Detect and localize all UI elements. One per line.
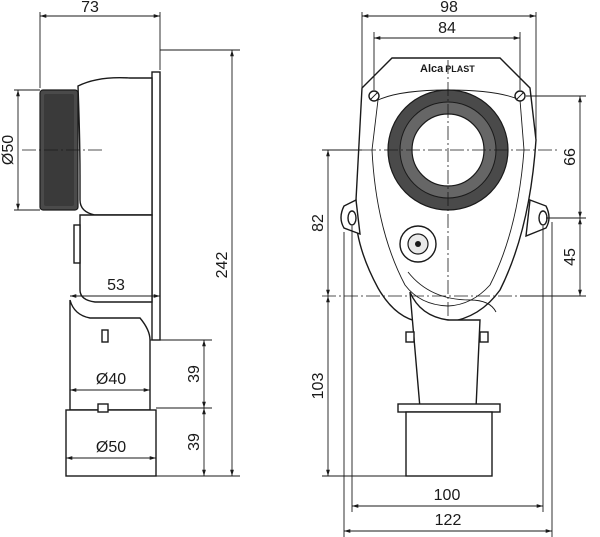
front-pipe-mark-left (405, 331, 415, 343)
bolt-hole-left-slot (369, 91, 379, 101)
outlet-mark (97, 403, 109, 413)
elbow-body (77, 76, 153, 216)
side-tab (73, 224, 81, 264)
dim-inlet-dia-label: Ø50 (0, 135, 17, 165)
side-view: 73 Ø50 53 242 Ø40 Ø50 39 39 (0, 0, 240, 477)
outlet-sleeve (65, 409, 157, 477)
dim-103-label: 103 (310, 373, 327, 400)
logo-brand-text: Alca (420, 63, 444, 75)
pipe-mark (101, 329, 109, 343)
dim-242-label: 242 (214, 252, 231, 279)
front-down-pipe (409, 291, 481, 409)
down-pipe (69, 299, 151, 411)
trap-curve (407, 271, 497, 313)
body-lower (79, 214, 153, 303)
logo-suffix-text: PLAST (445, 64, 475, 74)
lug-right-hole (538, 210, 548, 226)
inlet-seal-inner (44, 94, 74, 206)
dim-66-label: 66 (562, 148, 579, 166)
wall-plate (151, 71, 161, 341)
front-pipe-mark-right (479, 331, 489, 343)
dim-73-label: 73 (81, 0, 99, 16)
dim-100-label: 100 (434, 487, 461, 504)
dim-39-lower-label: 39 (186, 433, 203, 451)
lug-left-hole (347, 210, 357, 226)
front-outlet-flange (397, 403, 501, 413)
dim-98-label: 98 (440, 0, 458, 16)
dim-45-label: 45 (562, 248, 579, 266)
bolt-hole-right-slot (515, 91, 525, 101)
dim-53-label: 53 (107, 277, 125, 294)
dim-outlet-dia-label: Ø50 (96, 439, 126, 456)
dim-39-upper-label: 39 (186, 365, 203, 383)
dim-84-label: 84 (438, 20, 456, 37)
dim-122-label: 122 (435, 512, 462, 529)
dim-lower-dia-label: Ø40 (96, 371, 126, 388)
dim-82-label: 82 (310, 214, 327, 232)
cleanout-center (415, 241, 421, 247)
front-outlet-sleeve (405, 411, 493, 477)
